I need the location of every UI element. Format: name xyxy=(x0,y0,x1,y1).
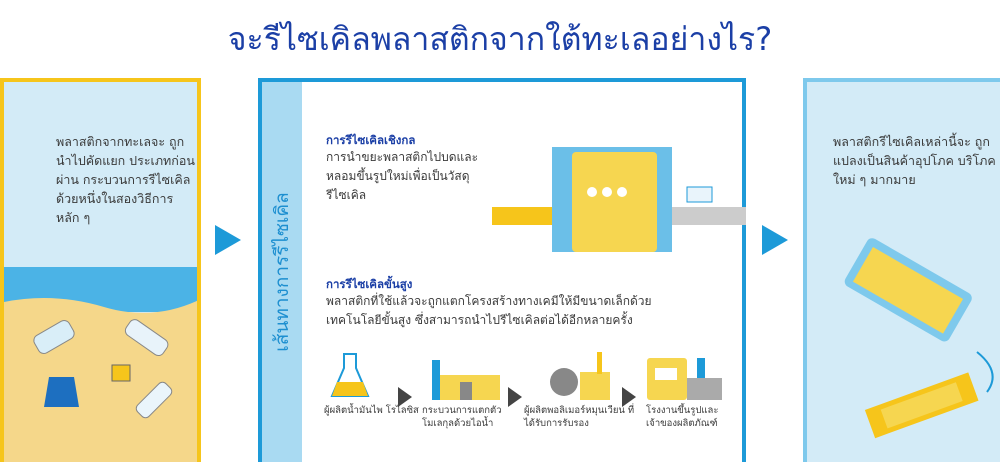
recycling-route-label: เส้นทางการรีไซเคิล xyxy=(271,192,293,352)
step-label: ผู้ผลิตพอลิเมอร์หมุนเวียน ที่ได้รับการรั… xyxy=(524,405,635,429)
arrow-right-icon xyxy=(622,387,636,407)
flask-icon xyxy=(330,353,370,397)
keyboard-icon xyxy=(844,238,972,342)
bottle-icon xyxy=(124,319,169,357)
right-panel-text: พลาสติกรีไซเคิลเหล่านี้จะ ถูกแปลงเป็นสิน… xyxy=(833,134,996,187)
product-factory-icon xyxy=(647,358,722,400)
arrow-right-icon xyxy=(215,225,241,255)
side-strip: เส้นทางการรีไซเคิล xyxy=(262,82,302,462)
step-label: โรงงานขึ้นรูปและ เจ้าของผลิตภัณฑ์ xyxy=(646,405,719,429)
left-panel: พลาสติกจากทะเลจะ ถูกนำไปคัดแยก ประเภทก่อ… xyxy=(0,78,201,462)
mechanical-text: การนำขยะพลาสติกไปบดและ หลอมขึ้นรูปใหม่เพ… xyxy=(326,150,479,202)
products-illustration xyxy=(844,238,994,439)
page-title: จะรีไซเคิลพลาสติกจากใต้ทะเลอย่างไร? xyxy=(227,20,773,58)
snack-bar-icon xyxy=(864,372,979,439)
bottle-icon xyxy=(33,320,75,354)
middle-panel: เส้นทางการรีไซเคิล การรีไซเคิลเชิงกล การ… xyxy=(258,78,746,462)
step-label: ผู้ผลิตน้ำมันไพ โรไลซิส xyxy=(324,405,419,416)
arrow-right-icon xyxy=(398,387,412,407)
left-panel-text: พลาสติกจากทะเลจะ ถูกนำไปคัดแยก ประเภทก่อ… xyxy=(56,134,195,225)
bottle-icon xyxy=(135,381,173,419)
mechanical-heading: การรีไซเคิลเชิงกล xyxy=(326,133,416,147)
refinery-icon xyxy=(550,352,610,400)
recycling-machine-illustration xyxy=(492,147,746,252)
cup-icon xyxy=(111,364,131,382)
plastic-bag-icon xyxy=(44,377,79,407)
factory-icon xyxy=(432,360,500,400)
arrow-right-icon xyxy=(508,387,522,407)
right-panel: พลาสติกรีไซเคิลเหล่านี้จะ ถูกแปลงเป็นสิน… xyxy=(803,78,1000,462)
advanced-text: พลาสติกที่ใช้แล้วจะถูกแตกโครงสร้างทางเคม… xyxy=(326,294,652,327)
advanced-heading: การรีไซเคิลขั้นสูง xyxy=(326,277,413,291)
step-label: กระบวนการแตกตัว โมเลกุลด้วยไอน้ำ xyxy=(422,405,502,429)
arrow-right-icon xyxy=(762,225,788,255)
beach-illustration xyxy=(4,267,197,462)
